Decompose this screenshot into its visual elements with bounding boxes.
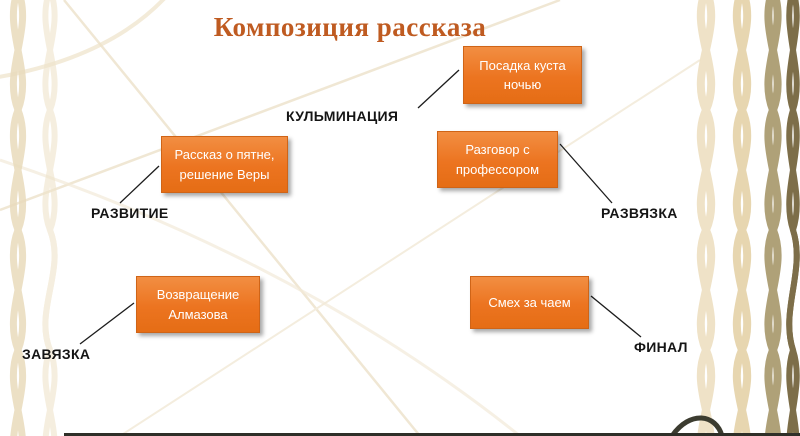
diagram-box-vozvrashchenie: Возвращение Алмазова: [136, 276, 260, 333]
connector-zavyazka: [79, 302, 135, 345]
diagram-box-razgovor: Разговор с профессором: [437, 131, 558, 188]
stage-label-kulminaciya: КУЛЬМИНАЦИЯ: [286, 108, 399, 124]
stage-label-razvitie: РАЗВИТИЕ: [91, 205, 169, 221]
bottom-edge-line: [64, 433, 800, 436]
diagram-box-rasskaz-o-pyatne: Рассказ о пятне, решение Веры: [161, 136, 288, 193]
stage-label-zavyazka: ЗАВЯЗКА: [22, 346, 91, 362]
connector-kulminaciya: [417, 69, 460, 109]
diagram-box-posadka-kusta: Посадка куста ночью: [463, 46, 582, 104]
box-text: Рассказ о пятне, решение Веры: [174, 147, 275, 182]
connector-final: [590, 295, 642, 338]
box-text: Посадка куста ночью: [479, 57, 566, 93]
connector-razvitie: [119, 165, 160, 204]
stage-label-razvyazka: РАЗВЯЗКА: [601, 205, 678, 221]
diagram-box-smekh-za-chaem: Смех за чаем: [470, 276, 589, 329]
connector-razvyazka: [559, 143, 613, 204]
slide-title: Композиция рассказа: [213, 12, 487, 42]
box-text: Возвращение Алмазова: [156, 287, 240, 322]
box-text: Разговор с профессором: [455, 142, 540, 177]
left-braid-decor: [10, 0, 26, 436]
stage-label-final: ФИНАЛ: [634, 339, 688, 355]
box-text: Смех за чаем: [488, 294, 571, 310]
right-braid-decor: [696, 0, 716, 436]
